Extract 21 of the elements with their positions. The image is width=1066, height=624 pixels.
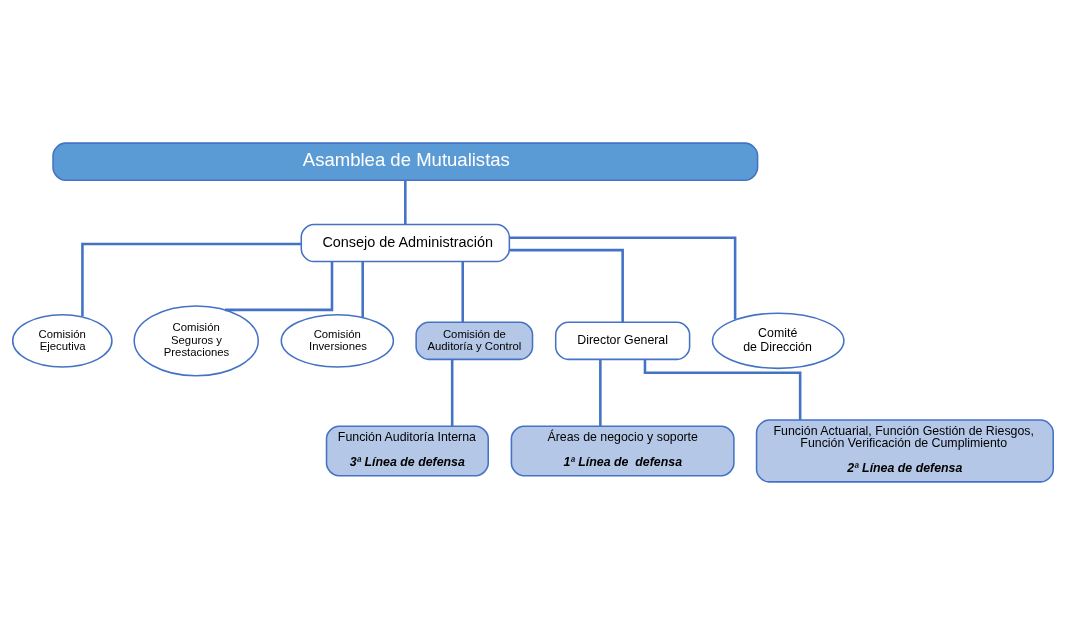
node-box: Director General bbox=[554, 321, 691, 360]
node-box: Áreas de negocio y soporte 1ª Línea de defensa bbox=[510, 425, 735, 476]
node-box: Función Auditoría Interna 3ª Línea de defensa bbox=[325, 425, 489, 476]
node-ellipse: Comisión Inversiones bbox=[280, 313, 395, 368]
node-ellipse: Comité de Dirección bbox=[711, 312, 845, 369]
connector bbox=[461, 261, 465, 322]
node-box: Función Actuarial, Función Gestión de Riesgos, Función Verificación de Cumplimiento 2ª Línea de defensa bbox=[755, 418, 1054, 483]
node-box: Consejo de Administración bbox=[300, 223, 511, 262]
node-ellipse: Comisión Seguros y Prestaciones bbox=[133, 304, 259, 376]
connector bbox=[599, 359, 602, 426]
node-ellipse: Comisión Ejecutiva bbox=[11, 313, 113, 368]
connector bbox=[450, 359, 454, 426]
connector bbox=[509, 248, 624, 322]
connector bbox=[509, 235, 737, 319]
connector bbox=[643, 359, 802, 420]
node-box: Asamblea de Mutualistas bbox=[52, 141, 759, 181]
connector bbox=[225, 261, 334, 311]
node-box: Comisión de Auditoría y Control bbox=[415, 321, 534, 360]
connector bbox=[81, 242, 301, 316]
connector bbox=[361, 261, 364, 317]
connector bbox=[404, 180, 407, 224]
